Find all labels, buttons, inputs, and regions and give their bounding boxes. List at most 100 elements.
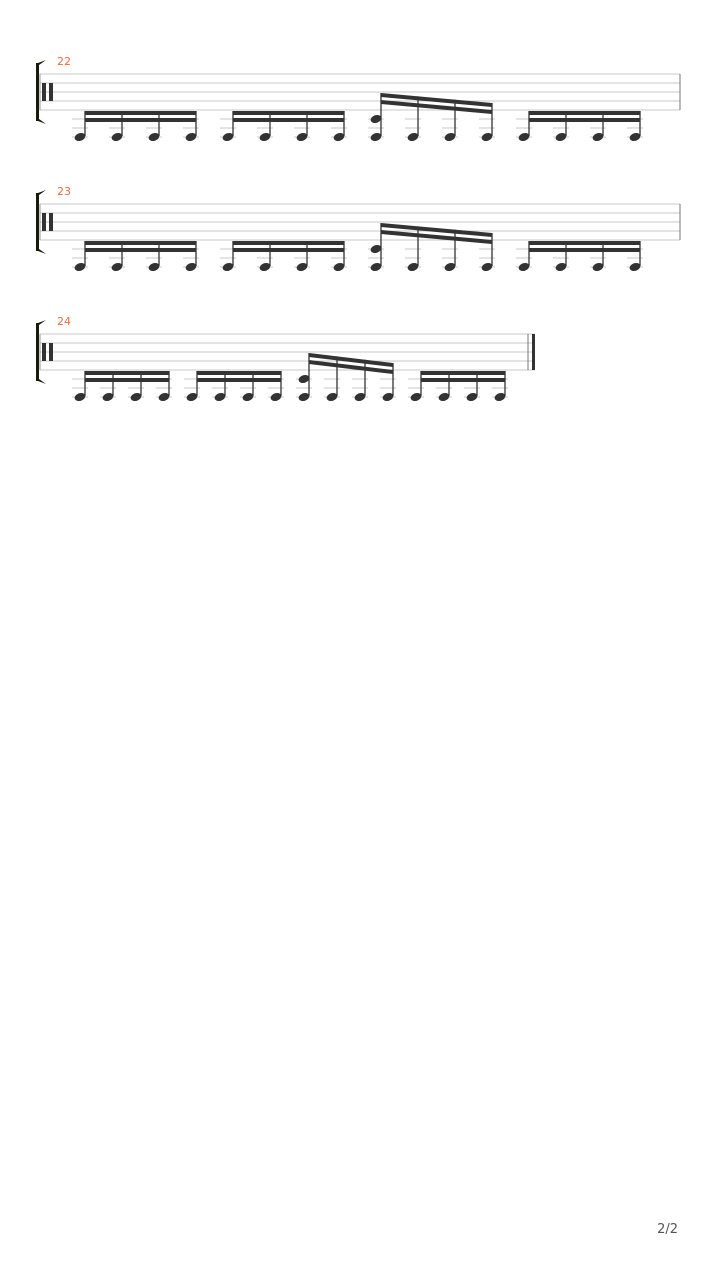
beam: [381, 93, 492, 107]
note-head: [222, 132, 234, 142]
note-head: [370, 132, 382, 142]
note-head: [466, 392, 478, 402]
measure-number: 23: [57, 185, 71, 198]
bracket: [36, 60, 46, 124]
beam: [233, 248, 344, 252]
note-head: [296, 262, 308, 272]
beamed-group: [516, 241, 643, 272]
percussion-clef-bar: [42, 343, 46, 361]
beamed-group: [516, 111, 643, 142]
note-head: [382, 392, 394, 402]
note-head: [259, 262, 271, 272]
beam: [381, 230, 492, 244]
beam: [421, 371, 505, 375]
note-head: [370, 262, 382, 272]
note-head: [186, 392, 198, 402]
beam: [85, 378, 169, 382]
note-head: [259, 132, 271, 142]
beam: [529, 248, 640, 252]
beam: [85, 111, 196, 115]
percussion-clef-bar: [49, 213, 53, 231]
note-head: [74, 132, 86, 142]
note-head: [592, 132, 604, 142]
beamed-group: [368, 93, 495, 142]
beamed-group: [296, 353, 396, 402]
note-head: [354, 392, 366, 402]
beam: [197, 371, 281, 375]
note-head: [444, 132, 456, 142]
beamed-group: [368, 223, 495, 272]
note-head: [148, 262, 160, 272]
note-head: [629, 132, 641, 142]
note-head: [555, 132, 567, 142]
beamed-group: [72, 371, 172, 402]
beamed-group: [220, 111, 347, 142]
note-head: [158, 392, 170, 402]
note-head: [370, 114, 382, 124]
note-head: [222, 262, 234, 272]
note-head: [407, 132, 419, 142]
note-head: [481, 262, 493, 272]
note-head: [148, 132, 160, 142]
note-head: [242, 392, 254, 402]
beam: [421, 378, 505, 382]
beamed-group: [184, 371, 284, 402]
note-head: [333, 262, 345, 272]
note-head: [130, 392, 142, 402]
final-barline: [532, 334, 535, 370]
beam: [233, 111, 344, 115]
beam: [309, 353, 393, 367]
beam: [85, 248, 196, 252]
beam: [85, 118, 196, 122]
measure-number: 24: [57, 315, 71, 328]
note-head: [629, 262, 641, 272]
note-head: [185, 132, 197, 142]
staff-system: 22: [36, 55, 681, 142]
beamed-group: [72, 241, 199, 272]
beamed-group: [220, 241, 347, 272]
staff-system: 23: [36, 185, 681, 272]
beam: [381, 100, 492, 114]
beam: [529, 241, 640, 245]
note-head: [298, 392, 310, 402]
note-head: [481, 132, 493, 142]
note-head: [438, 392, 450, 402]
beam: [381, 223, 492, 237]
note-head: [494, 392, 506, 402]
beam: [529, 118, 640, 122]
beamed-group: [408, 371, 508, 402]
note-head: [298, 374, 310, 384]
percussion-clef-bar: [49, 83, 53, 101]
note-head: [214, 392, 226, 402]
note-head: [102, 392, 114, 402]
note-head: [555, 262, 567, 272]
note-head: [518, 262, 530, 272]
note-head: [518, 132, 530, 142]
note-head: [326, 392, 338, 402]
note-head: [407, 262, 419, 272]
page-number: 2/2: [657, 1222, 678, 1237]
note-head: [111, 262, 123, 272]
percussion-clef-bar: [42, 83, 46, 101]
beam: [85, 371, 169, 375]
note-head: [370, 244, 382, 254]
note-head: [592, 262, 604, 272]
beam: [233, 241, 344, 245]
beam: [197, 378, 281, 382]
percussion-clef-bar: [42, 213, 46, 231]
beamed-group: [72, 111, 199, 142]
note-head: [111, 132, 123, 142]
staff-system: 24: [36, 315, 535, 402]
note-head: [410, 392, 422, 402]
measure-number: 22: [57, 55, 71, 68]
beam: [529, 111, 640, 115]
bracket: [36, 190, 46, 254]
note-head: [444, 262, 456, 272]
note-head: [74, 392, 86, 402]
note-head: [333, 132, 345, 142]
bracket: [36, 320, 46, 384]
beam: [233, 118, 344, 122]
beam: [85, 241, 196, 245]
percussion-clef-bar: [49, 343, 53, 361]
